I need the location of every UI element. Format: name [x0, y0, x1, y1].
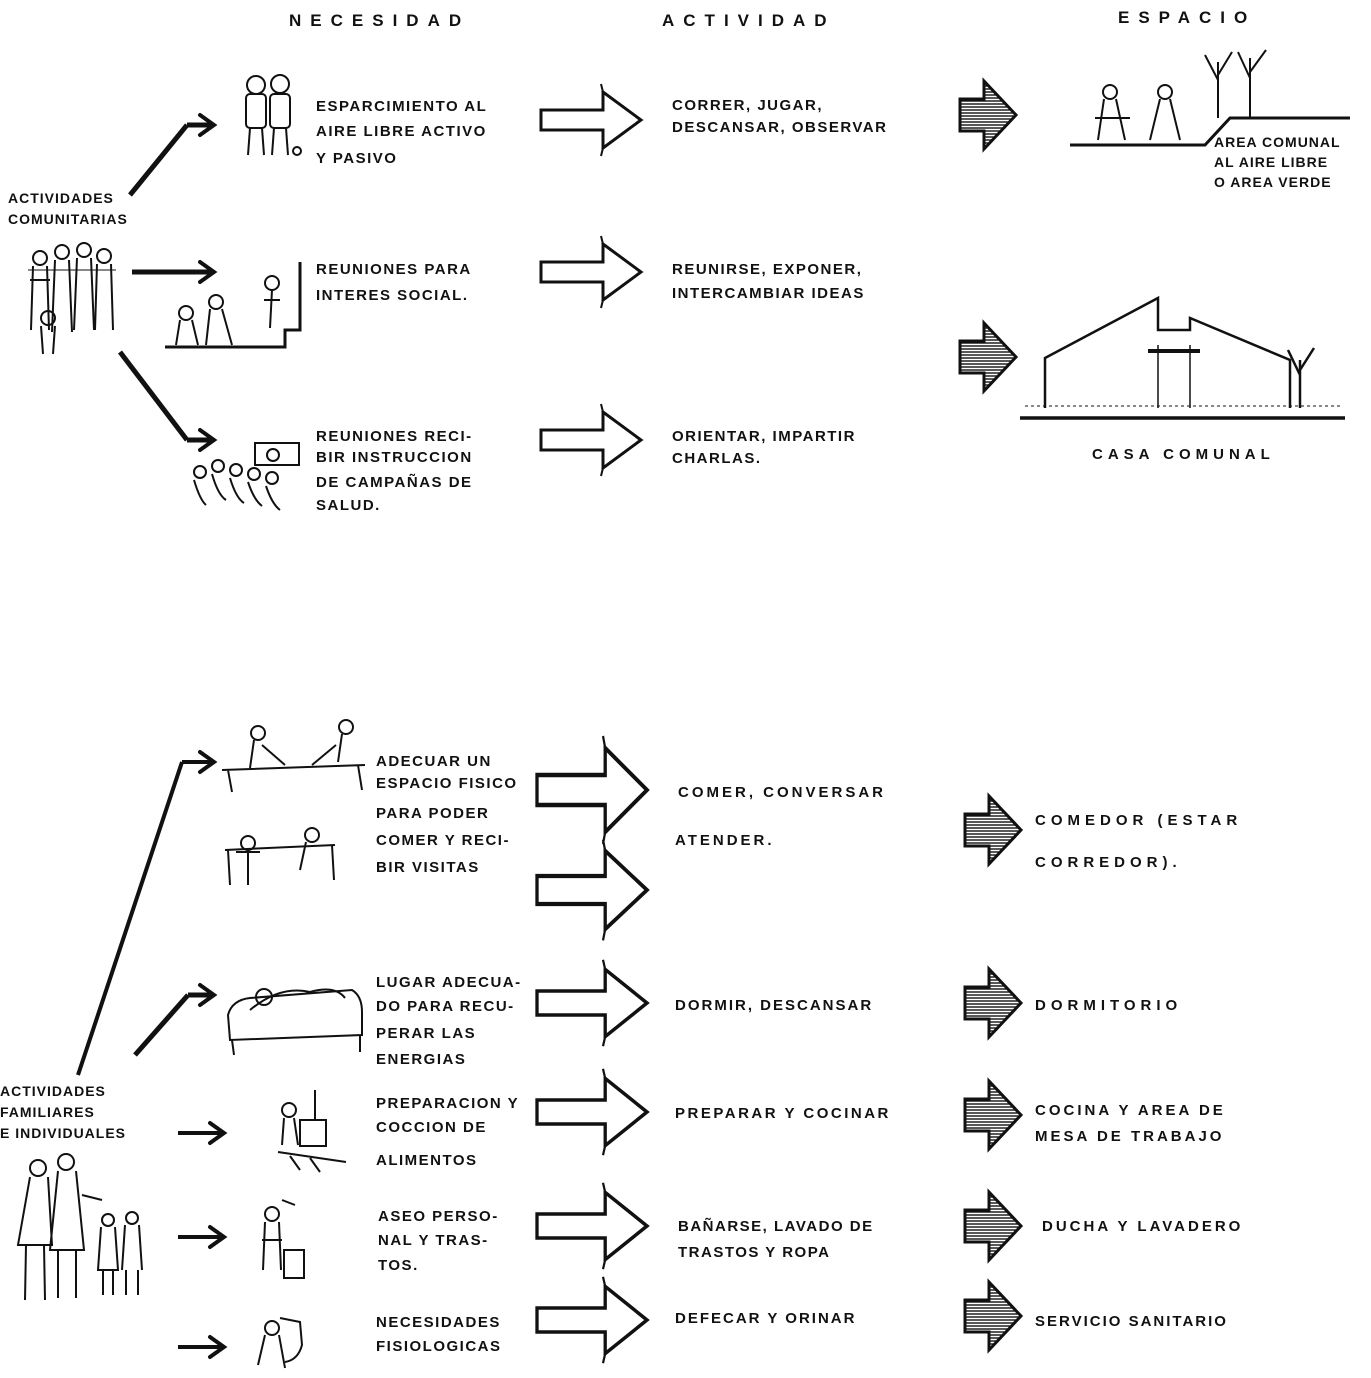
necesidad-text: PARA PODER — [376, 805, 490, 822]
necesidad-text: REUNIONES PARA — [316, 261, 472, 278]
connector-arrow — [76, 750, 216, 1076]
necesidad-text: COMER Y RECI- — [376, 832, 510, 849]
espacio-text: AREA COMUNAL — [1214, 134, 1341, 150]
outdoor-area-icon — [1070, 49, 1350, 147]
necesidad-text: PERAR LAS — [376, 1025, 477, 1042]
hollow-arrow-icon — [535, 1274, 649, 1365]
connector-arrow — [128, 113, 216, 197]
hatched-arrow-icon — [963, 967, 1023, 1039]
hatched-arrow-icon — [963, 1190, 1023, 1262]
cooking-icon — [277, 1090, 347, 1173]
necesidad-text: SALUD. — [316, 497, 381, 514]
hollow-arrow-icon — [539, 234, 643, 310]
necesidad-text: TOS. — [378, 1257, 419, 1274]
people-group-icon — [28, 242, 116, 355]
hatched-arrow-icon — [963, 794, 1023, 866]
hatched-arrow-icon — [958, 321, 1018, 393]
necesidad-text: COCCION DE — [376, 1119, 487, 1136]
actividad-text: DESCANSAR, OBSERVAR — [672, 119, 888, 136]
meeting-icon — [165, 262, 302, 349]
audience-icon — [193, 442, 300, 511]
group-familiares-line2: FAMILIARES — [0, 1104, 95, 1120]
necesidad-text: Y PASIVO — [316, 150, 398, 167]
connector-arrow — [178, 1335, 226, 1359]
necesidad-text: ASEO PERSO- — [378, 1208, 499, 1225]
espacio-casa-comunal: CASA COMUNAL — [1092, 446, 1275, 463]
actividad-text: CHARLAS. — [672, 450, 762, 467]
group-familiares-line3: E INDIVIDUALES — [0, 1125, 127, 1141]
necesidad-text: REUNIONES RECI- — [316, 428, 473, 445]
connector-arrow — [178, 1225, 226, 1249]
hollow-arrow-icon — [537, 736, 647, 844]
espacio-text: COCINA Y AREA DE — [1035, 1102, 1226, 1119]
necesidad-text: NECESIDADES — [376, 1314, 501, 1331]
necesidad-text: ADECUAR UN — [376, 753, 492, 770]
espacio-text: AL AIRE LIBRE — [1214, 154, 1329, 170]
header-espacio: ESPACIO — [1118, 8, 1257, 27]
necesidad-text: PREPARACION Y — [376, 1095, 520, 1112]
actividad-text: ATENDER. — [675, 832, 775, 849]
connector-arrow — [178, 1121, 226, 1145]
header-actividad: ACTIVIDAD — [662, 11, 836, 30]
necesidad-text: BIR VISITAS — [376, 859, 480, 876]
necesidad-text: ALIMENTOS — [376, 1152, 478, 1169]
actividad-text: DEFECAR Y ORINAR — [675, 1310, 857, 1327]
hollow-arrow-icon — [539, 402, 643, 478]
header-necesidad: NECESIDAD — [289, 11, 471, 30]
actividad-text: REUNIRSE, EXPONER, — [672, 261, 863, 278]
necesidad-text: AIRE LIBRE ACTIVO — [316, 123, 487, 140]
actividad-text: TRASTOS Y ROPA — [678, 1244, 831, 1261]
group-familiares-line1: ACTIVIDADES — [0, 1083, 106, 1099]
actividad-text: PREPARAR Y COCINAR — [675, 1105, 891, 1122]
group-comunitarias: ACTIVIDADES COMUNITARIAS — [8, 190, 128, 227]
actividad-text: COMER, CONVERSAR — [678, 784, 887, 801]
actividad-text: INTERCAMBIAR IDEAS — [672, 285, 865, 302]
necesidad-text: BIR INSTRUCCION — [316, 449, 473, 466]
outdoor-people-icon — [245, 74, 302, 156]
necesidad-text: INTERES SOCIAL. — [316, 287, 469, 304]
hollow-arrow-icon — [535, 957, 649, 1048]
necesidad-text: LUGAR ADECUA- — [376, 974, 522, 991]
hatched-arrow-icon — [963, 1280, 1023, 1352]
hatched-arrow-icon — [958, 79, 1018, 151]
espacio-text: O AREA VERDE — [1214, 174, 1332, 190]
tree-icon — [1204, 49, 1267, 118]
connector-arrow — [132, 260, 216, 284]
necesidad-text: ESPARCIMIENTO AL — [316, 98, 488, 115]
espacio-text: COMEDOR (ESTAR — [1035, 812, 1243, 829]
necesidad-text: DO PARA RECU- — [376, 998, 515, 1015]
hollow-arrow-icon — [537, 840, 647, 941]
washing-icon — [262, 1199, 305, 1279]
connector-arrow — [133, 983, 216, 1057]
hollow-arrow-icon — [539, 82, 643, 158]
espacio-text: CORREDOR). — [1035, 854, 1182, 871]
dining-table-icon — [221, 719, 366, 886]
espacio-text: SERVICIO SANITARIO — [1035, 1313, 1228, 1330]
bed-icon — [226, 988, 363, 1056]
actividad-text: CORRER, JUGAR, — [672, 97, 824, 114]
necesidad-text: ENERGIAS — [376, 1051, 467, 1068]
connector-arrow — [118, 350, 216, 452]
necesidad-text: DE CAMPAÑAS DE — [316, 474, 473, 491]
espacio-text: DUCHA Y LAVADERO — [1042, 1218, 1244, 1235]
hatched-arrow-icon — [963, 1079, 1023, 1151]
necesidad-text: NAL Y TRAS- — [378, 1232, 489, 1249]
hollow-arrow-icon — [535, 1067, 649, 1158]
actividad-text: ORIENTAR, IMPARTIR — [672, 428, 856, 445]
family-group-icon — [16, 1153, 143, 1301]
actividad-text: DORMIR, DESCANSAR — [675, 997, 874, 1014]
espacio-text: DORMITORIO — [1035, 997, 1183, 1014]
necesidad-text: FISIOLOGICAS — [376, 1338, 502, 1355]
espacio-text: MESA DE TRABAJO — [1035, 1128, 1225, 1145]
casa-comunal-icon — [1020, 295, 1345, 420]
toilet-icon — [257, 1317, 304, 1369]
actividad-text: BAÑARSE, LAVADO DE — [678, 1218, 874, 1235]
hollow-arrow-icon — [535, 1180, 649, 1271]
necesidad-text: ESPACIO FISICO — [376, 775, 518, 792]
